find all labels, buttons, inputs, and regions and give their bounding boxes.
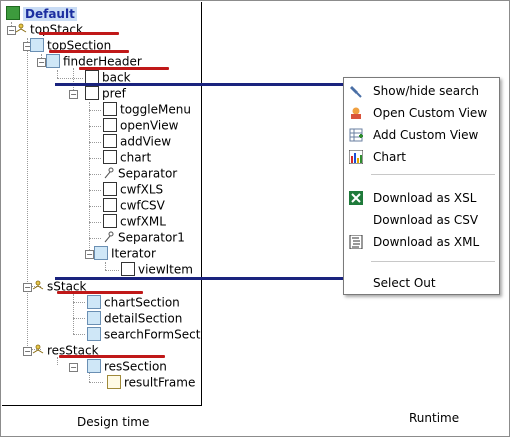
- section-icon: [94, 245, 108, 260]
- tree-node-sstack[interactable]: sStack: [32, 278, 86, 294]
- component-icon: [103, 181, 117, 196]
- tree-node-topsection[interactable]: topSection: [30, 37, 111, 53]
- menu-separator: [371, 174, 495, 175]
- menu-item-add-custom-view[interactable]: Add Custom View: [344, 125, 499, 145]
- open-view-icon: [349, 106, 363, 120]
- component-icon: [103, 213, 117, 228]
- component-icon: [85, 85, 99, 100]
- menu-item-download-csv[interactable]: Download as CSV: [373, 213, 479, 227]
- connector-line: [55, 277, 343, 280]
- collapse-toggle[interactable]: −: [7, 26, 16, 35]
- tree-node-searchformsection[interactable]: searchFormSectio: [87, 326, 201, 342]
- annotation-underline: [79, 67, 169, 70]
- stack-icon: [32, 344, 44, 356]
- collapse-toggle[interactable]: −: [23, 347, 32, 356]
- tree-node-cwfxls[interactable]: cwfXLS: [103, 181, 163, 197]
- component-icon: [103, 133, 117, 148]
- component-icon: [103, 117, 117, 132]
- xml-icon: [349, 234, 363, 250]
- component-icon: [103, 101, 117, 116]
- tree-node-resstack[interactable]: resStack: [32, 342, 99, 358]
- tree-node-detailsection[interactable]: detailSection: [87, 310, 182, 326]
- separator-icon: [103, 167, 115, 179]
- tree-node-cwfxml[interactable]: cwfXML: [103, 213, 166, 229]
- tree-node-ressection[interactable]: resSection: [87, 358, 167, 374]
- annotation-underline: [39, 32, 119, 35]
- stack-icon: [32, 280, 44, 292]
- tree-node-chart[interactable]: chart: [103, 149, 151, 165]
- separator-icon: [103, 231, 115, 243]
- component-icon: [103, 197, 117, 212]
- tree-node-cwfcsv[interactable]: cwfCSV: [103, 197, 165, 213]
- menu-item-download-xsl[interactable]: Download as XSL: [344, 188, 499, 208]
- add-view-icon: [349, 128, 363, 142]
- menu-item-download-xml[interactable]: Download as XML: [344, 232, 499, 252]
- tree-node-openview[interactable]: openView: [103, 117, 178, 133]
- project-icon: [6, 5, 20, 20]
- section-icon: [87, 326, 101, 341]
- section-icon: [30, 37, 44, 52]
- connector-line: [55, 83, 343, 86]
- tree-node-pref[interactable]: pref: [85, 85, 126, 101]
- excel-icon: [349, 191, 363, 205]
- tree-node-iterator[interactable]: Iterator: [94, 245, 156, 261]
- component-icon: [85, 69, 99, 84]
- tree-node-chartsection[interactable]: chartSection: [87, 294, 180, 310]
- search-icon: [349, 84, 363, 98]
- component-icon: [103, 149, 117, 164]
- tree-node-togglemenu[interactable]: toggleMenu: [103, 101, 191, 117]
- annotation-underline: [59, 355, 165, 358]
- annotation-underline: [57, 291, 143, 294]
- menu-item-show-hide-search[interactable]: Show/hide search: [344, 81, 499, 101]
- design-tree-panel: − − − − − − − − Default topStack topSect…: [2, 2, 202, 406]
- tree-node-viewitem[interactable]: viewItem: [121, 261, 193, 277]
- runtime-context-menu: Show/hide search Open Custom View Add Cu…: [343, 77, 500, 295]
- chart-icon: [348, 149, 364, 165]
- frame-icon: [107, 374, 121, 389]
- collapse-toggle[interactable]: −: [23, 283, 32, 292]
- collapse-toggle[interactable]: −: [69, 363, 78, 372]
- tree-node-resultframe[interactable]: resultFrame: [107, 374, 195, 390]
- menu-item-chart[interactable]: Chart: [344, 147, 499, 167]
- caption-runtime: Runtime: [409, 411, 460, 425]
- tree-root[interactable]: Default: [6, 5, 77, 21]
- tree-node-separator[interactable]: Separator: [103, 165, 177, 181]
- section-icon: [87, 294, 101, 309]
- section-icon: [87, 358, 101, 373]
- component-icon: [121, 261, 135, 276]
- stack-icon: [15, 23, 27, 35]
- collapse-toggle[interactable]: −: [69, 90, 78, 99]
- caption-design-time: Design time: [77, 415, 150, 429]
- tree-node-addview[interactable]: addView: [103, 133, 171, 149]
- menu-item-select-out[interactable]: Select Out: [373, 276, 436, 290]
- collapse-toggle[interactable]: −: [85, 250, 94, 259]
- annotation-underline: [49, 50, 129, 53]
- collapse-toggle[interactable]: −: [37, 58, 46, 67]
- menu-item-open-custom-view[interactable]: Open Custom View: [344, 103, 499, 123]
- section-icon: [46, 53, 60, 68]
- tree-node-finderheader[interactable]: finderHeader: [46, 53, 142, 69]
- tree-node-separator1[interactable]: Separator1: [103, 229, 185, 245]
- menu-separator: [371, 261, 495, 262]
- section-icon: [87, 310, 101, 325]
